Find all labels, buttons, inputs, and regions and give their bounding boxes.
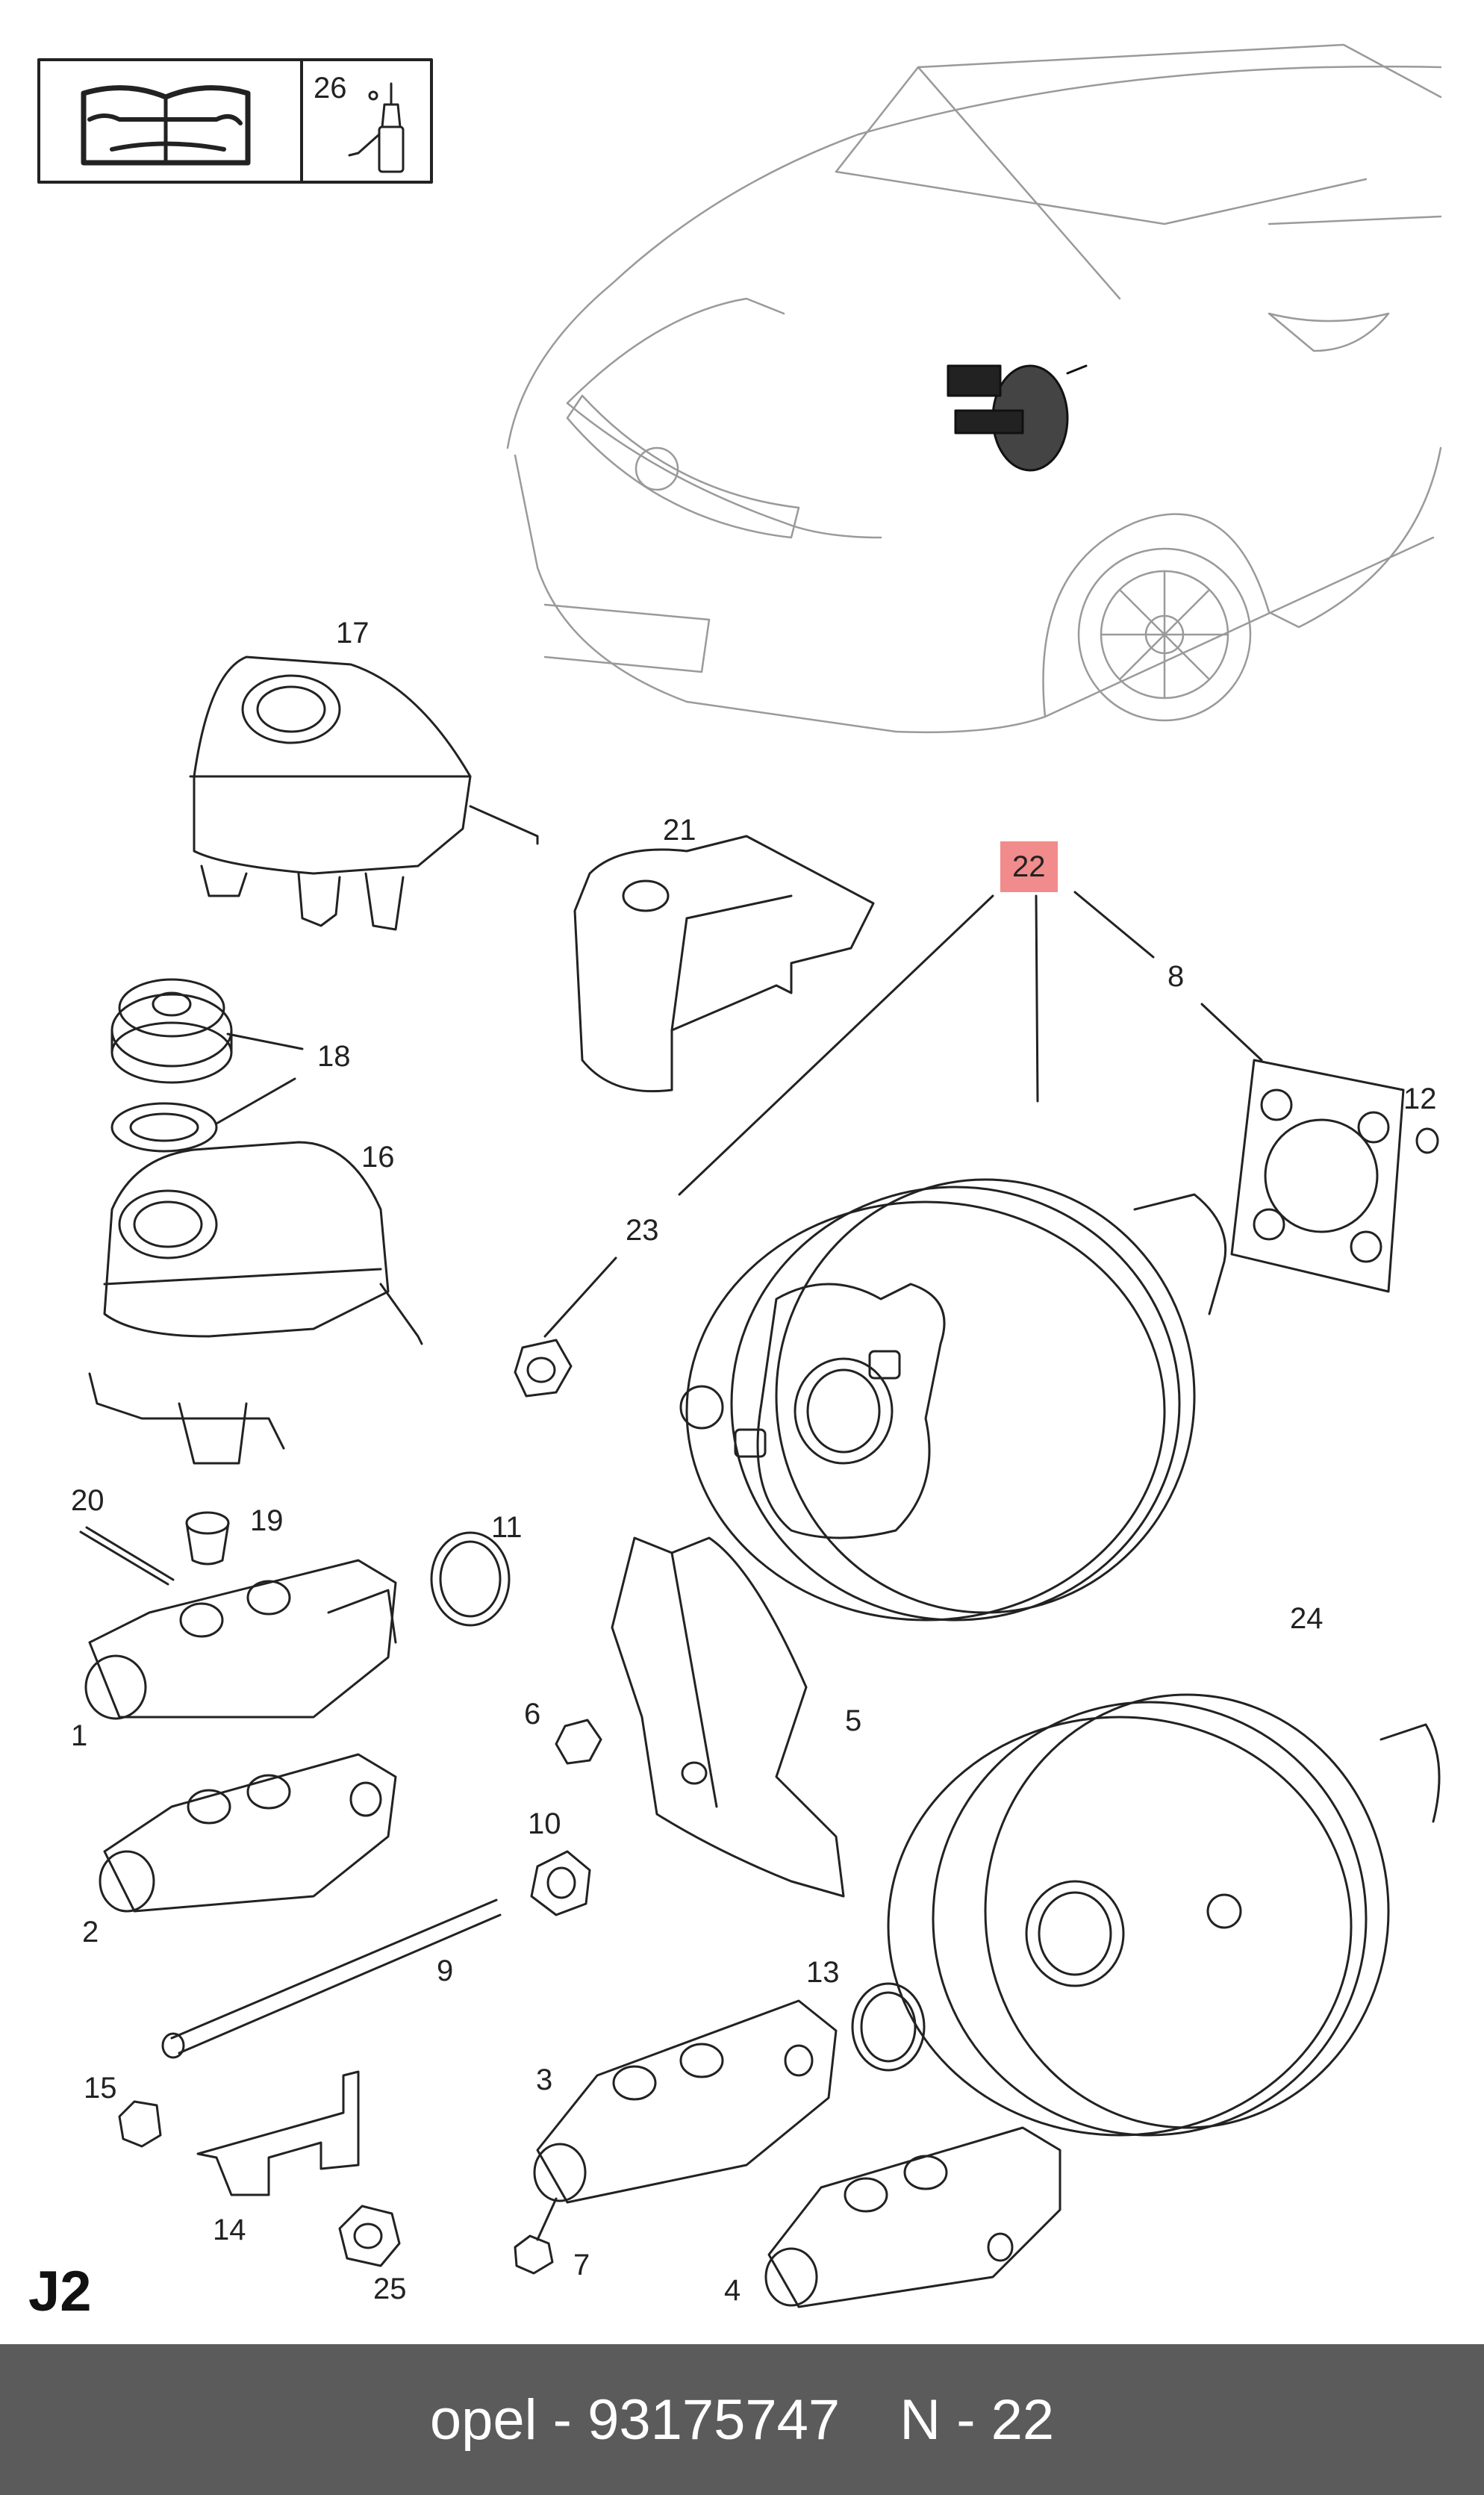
fluid-reservoir-16 (88, 1141, 423, 1465)
nut-25 (338, 2205, 401, 2267)
callout-2: 2 (82, 1916, 99, 1949)
master-cylinder-1 (84, 1559, 397, 1720)
callout-14: 14 (213, 2214, 246, 2246)
callout-23: 23 (626, 1214, 659, 1247)
callout-7: 7 (573, 2249, 590, 2281)
seal-ring-13 (851, 1982, 926, 2072)
clip-15 (118, 2100, 162, 2148)
legend-number: 26 (314, 72, 347, 105)
callout-15: 15 (84, 2072, 117, 2105)
footer-part-number: 93175747 (587, 2387, 841, 2452)
section-code: J2 (28, 2260, 92, 2323)
callout-20: 20 (71, 1484, 105, 1517)
callout-21: 21 (663, 814, 696, 847)
brake-booster-22 (679, 1178, 1227, 1622)
master-cylinder-3 (533, 1999, 838, 2204)
installed-brake-booster (947, 364, 1088, 472)
grommet-19 (185, 1511, 230, 1566)
master-cylinder-4 (764, 2126, 1061, 2308)
pin-20 (79, 1526, 175, 1586)
callout-5: 5 (845, 1704, 862, 1737)
legend-box (37, 58, 433, 184)
nut-10 (530, 1850, 591, 1916)
callout-16: 16 (361, 1141, 395, 1174)
leader-lines (215, 891, 1263, 1338)
callout-12: 12 (1403, 1083, 1437, 1115)
repair-manual-icon (81, 85, 251, 166)
mounting-bracket-5 (611, 1536, 845, 1898)
fluid-reservoir-17 (189, 655, 539, 931)
callout-25: 25 (373, 2273, 407, 2305)
callout-18: 18 (317, 1040, 351, 1073)
callout-13: 13 (806, 1956, 840, 1989)
callout-10: 10 (528, 1807, 561, 1840)
callout-17: 17 (336, 617, 370, 650)
footer-brand: opel (429, 2387, 537, 2452)
heat-shield-21 (573, 835, 875, 1093)
callout-4: 4 (724, 2274, 741, 2307)
booster-gasket-8 (1230, 1059, 1405, 1293)
seal-ring-11 (430, 1531, 511, 1627)
exploded-parts-diagram (37, 43, 1442, 2308)
callout-19: 19 (250, 1504, 284, 1537)
bracket-14 (196, 2070, 360, 2196)
cap-seal-18 (110, 1102, 218, 1153)
callout-22-highlighted: 22 (1000, 841, 1058, 892)
footer-position: N - 22 (900, 2387, 1055, 2452)
lubricant-bottle-icon (348, 82, 405, 173)
callout-11: 11 (491, 1511, 523, 1544)
callout-9: 9 (437, 1954, 454, 1987)
bolt-7 (514, 2197, 558, 2275)
callout-24: 24 (1290, 1602, 1324, 1635)
master-cylinder-2 (99, 1753, 397, 1913)
brake-booster-24 (887, 1693, 1441, 2137)
reservoir-cap-18 (110, 978, 233, 1084)
nut-6 (555, 1719, 602, 1765)
car-outline (506, 43, 1442, 734)
callout-3: 3 (536, 2063, 553, 2096)
callout-6: 6 (524, 1698, 541, 1731)
small-seal-12 (1415, 1127, 1439, 1154)
bolt-9 (161, 1898, 502, 2059)
nut-23 (514, 1339, 573, 1398)
callout-1: 1 (71, 1719, 88, 1752)
callout-8: 8 (1167, 960, 1185, 993)
